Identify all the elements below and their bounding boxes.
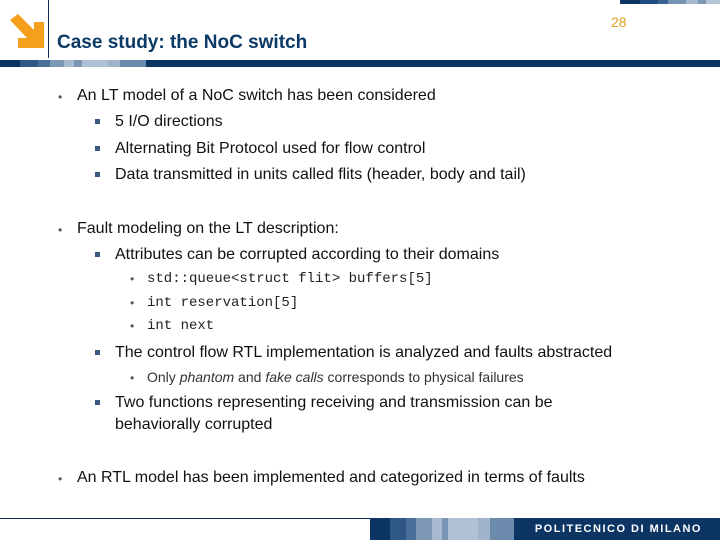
bullet-square-icon [95,119,100,124]
header-divider [48,0,49,58]
page-title: Case study: the NoC switch [57,32,308,53]
logo-arrow-icon [8,14,46,50]
bullet-1-item: Data transmitted in units called flits (… [115,166,526,183]
bullet-dot-icon: • [130,272,135,286]
bullet-dot-icon: • [130,296,135,310]
header-band [0,60,720,67]
bullet-square-icon [95,350,100,355]
bullet-square-icon [95,252,100,257]
bullet-dot-icon: • [130,371,135,385]
bullet-square-icon [95,400,100,405]
bullet-1: An LT model of a NoC switch has been con… [77,87,436,104]
top-color-strip [620,0,720,4]
bullet-square-icon [95,146,100,151]
footer-divider [0,518,372,519]
footer-bar: POLITECNICO DI MILANO [370,518,720,540]
bullet-1-item: Alternating Bit Protocol used for flow c… [115,140,426,157]
bullet-square-icon [95,172,100,177]
bullet-2-sub-2: The control flow RTL implementation is a… [115,344,613,361]
bullet-2-sub-2-note: Only phantom and fake calls corresponds … [147,369,524,385]
bullet-1-item: 5 I/O directions [115,113,223,130]
bullet-dot-icon: • [130,319,135,333]
bullet-dot-icon: • [58,90,63,104]
bullet-dot-icon: • [58,472,63,486]
bullet-2: Fault modeling on the LT description: [77,220,339,237]
page-number: 28 [611,14,627,30]
bullet-2-sub-3-line-1: Two functions representing receiving and… [115,394,553,411]
code-item: int next [147,318,215,334]
code-item: std::queue<struct flit> buffers[5] [147,271,433,287]
bullet-dot-icon: • [58,223,63,237]
bullet-2-sub-1: Attributes can be corrupted according to… [115,246,500,263]
code-item: int reservation[5] [147,295,299,311]
bullet-2-sub-3-line-2: behaviorally corrupted [115,416,273,433]
bullet-3: An RTL model has been implemented and ca… [77,469,585,486]
footer-brand: POLITECNICO DI MILANO [514,518,720,540]
